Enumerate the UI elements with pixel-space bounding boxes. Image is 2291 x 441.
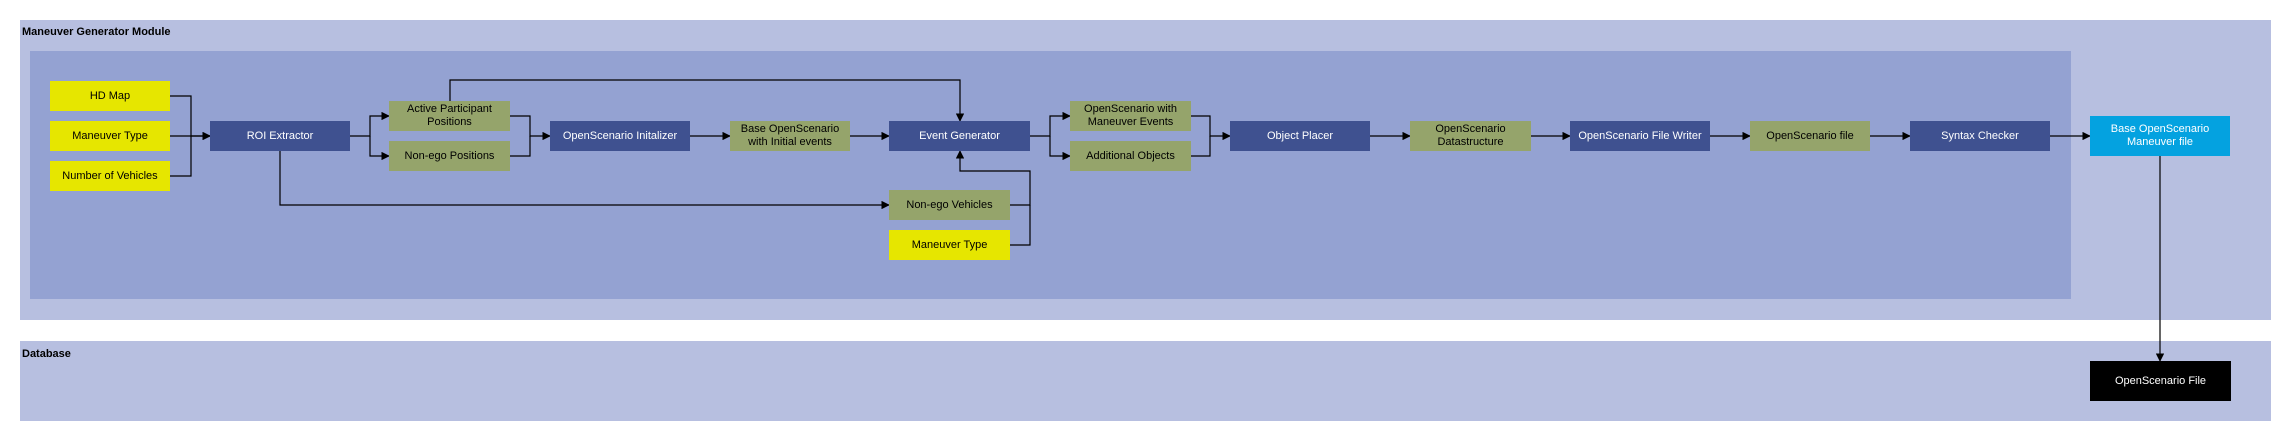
hd-map-node: HD Map: [50, 81, 170, 111]
non-ego-positions-node: Non-ego Positions: [389, 141, 510, 171]
openscenario-file-db-node: OpenScenario File: [2090, 361, 2231, 401]
non-ego-vehicles-node: Non-ego Vehicles: [889, 190, 1010, 220]
syntax-checker-node: Syntax Checker: [1910, 121, 2050, 151]
base-openscenario-maneuver-file-node: Base OpenScenario Maneuver file: [2090, 116, 2230, 156]
database-region: [20, 341, 2271, 421]
openscenario-file-writer-node: OpenScenario File Writer: [1570, 121, 1710, 151]
base-openscenario-initial-events-node: Base OpenScenario with Initial events: [730, 121, 850, 151]
openscenario-initializer-node: OpenScenario Initalizer: [550, 121, 690, 151]
openscenario-file-output-node: OpenScenario file: [1750, 121, 1870, 151]
maneuver-type-input-node: Maneuver Type: [50, 121, 170, 151]
maneuver-generator-module-title: Maneuver Generator Module: [22, 26, 171, 38]
database-title: Database: [22, 348, 71, 360]
openscenario-maneuver-events-node: OpenScenario with Maneuver Events: [1070, 101, 1191, 131]
maneuver-type-event-node: Maneuver Type: [889, 230, 1010, 260]
openscenario-datastructure-node: OpenScenario Datastructure: [1410, 121, 1531, 151]
object-placer-node: Object Placer: [1230, 121, 1370, 151]
additional-objects-node: Additional Objects: [1070, 141, 1191, 171]
number-of-vehicles-node: Number of Vehicles: [50, 161, 170, 191]
roi-extractor-node: ROI Extractor: [210, 121, 350, 151]
active-participant-positions-node: Active Participant Positions: [389, 101, 510, 131]
maneuver-generator-inner-region: [30, 51, 2071, 299]
event-generator-node: Event Generator: [889, 121, 1030, 151]
